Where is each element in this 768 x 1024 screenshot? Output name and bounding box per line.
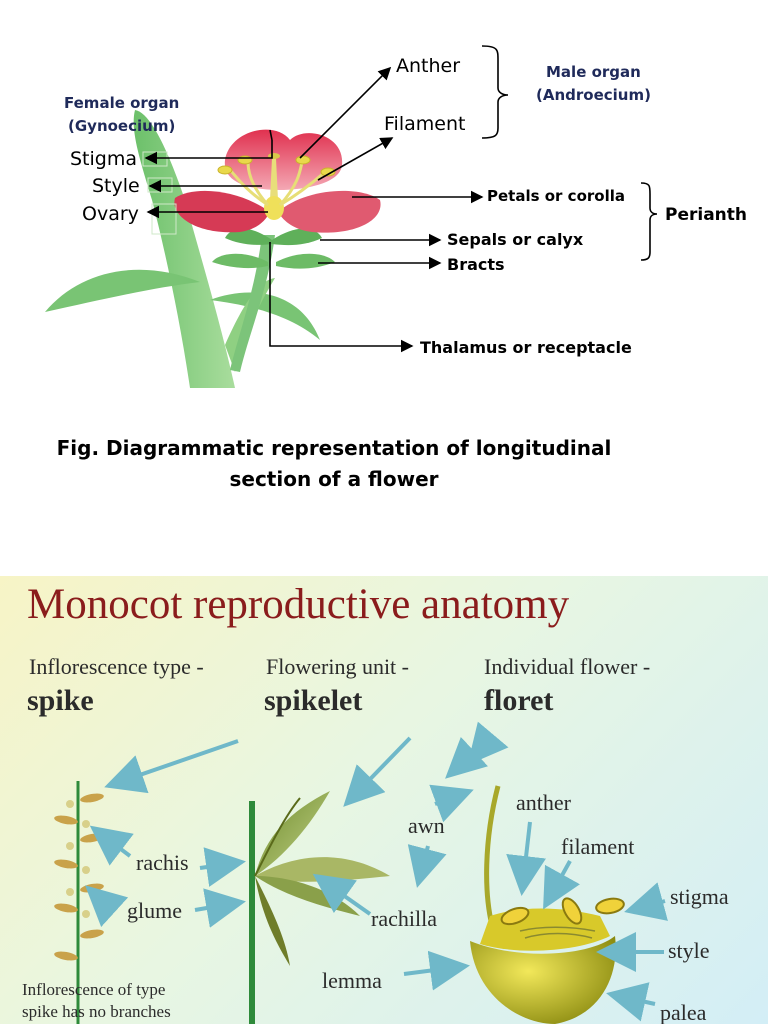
rachilla-label: rachilla (371, 906, 437, 931)
filament-label-monocot: filament (561, 834, 635, 859)
perianth-label: Perianth (665, 205, 748, 225)
note-line-2: spike has no branches (22, 1002, 171, 1021)
sepals-label: Sepals or calyx (447, 230, 584, 249)
caption-line-1: Fig. Diagrammatic representation of long… (56, 436, 612, 460)
flower-illustration (45, 45, 658, 388)
stigma-label: Stigma (70, 148, 138, 170)
gynoecium-label: (Gynoecium) (68, 117, 176, 135)
monocot-illustration (54, 721, 668, 1024)
petals-label: Petals or corolla (487, 187, 625, 205)
flower-diagram: Female organ (Gynoecium) Stigma Style Ov… (45, 45, 748, 491)
main-stem (133, 110, 235, 388)
floret-lemma (470, 936, 616, 1024)
col3-label: Individual flower - (484, 654, 651, 679)
filament-label: Filament (384, 113, 466, 135)
leaf-right (210, 292, 320, 340)
ovary-shape (264, 196, 284, 220)
note-line-1: Inflorescence of type (22, 980, 166, 999)
stigma-label-monocot: stigma (670, 884, 729, 909)
leaf-left (45, 269, 200, 312)
bracts-label: Bracts (447, 255, 505, 274)
col2-term: spikelet (264, 684, 363, 717)
floret-anthers (500, 897, 625, 926)
pedicel (230, 235, 275, 372)
palea-label: palea (660, 1000, 707, 1024)
style-label: Style (92, 175, 140, 197)
awn-label: awn (408, 813, 445, 838)
monocot-title: Monocot reproductive anatomy (27, 581, 570, 628)
male-organ-label: Male organ (546, 63, 641, 81)
style-shape (270, 158, 278, 200)
style-label-monocot: style (668, 938, 710, 963)
thalamus-label: Thalamus or receptacle (420, 338, 632, 357)
col2-label: Flowering unit - (266, 654, 409, 679)
col3-term: floret (484, 684, 554, 717)
sepal-right (272, 228, 322, 246)
col1-label: Inflorescence type - (29, 654, 204, 679)
bract-left (212, 253, 268, 269)
col1-term: spike (27, 684, 94, 717)
caption-line-2: section of a flower (229, 467, 439, 491)
lemma-label: lemma (322, 968, 382, 993)
monocot-panel: Monocot reproductive anatomy Inflorescen… (0, 576, 768, 1024)
anther-label-monocot: anther (516, 790, 571, 815)
petal-right (278, 190, 381, 233)
rachis-label: rachis (136, 850, 189, 875)
bract-right (276, 253, 335, 269)
anther-label: Anther (396, 55, 461, 77)
floret-awn (484, 785, 501, 937)
ovary-label: Ovary (82, 203, 139, 225)
female-organ-label: Female organ (64, 94, 180, 112)
sepal-left (225, 228, 272, 245)
androecium-label: (Androecium) (536, 86, 651, 104)
glume-label: glume (127, 898, 182, 923)
